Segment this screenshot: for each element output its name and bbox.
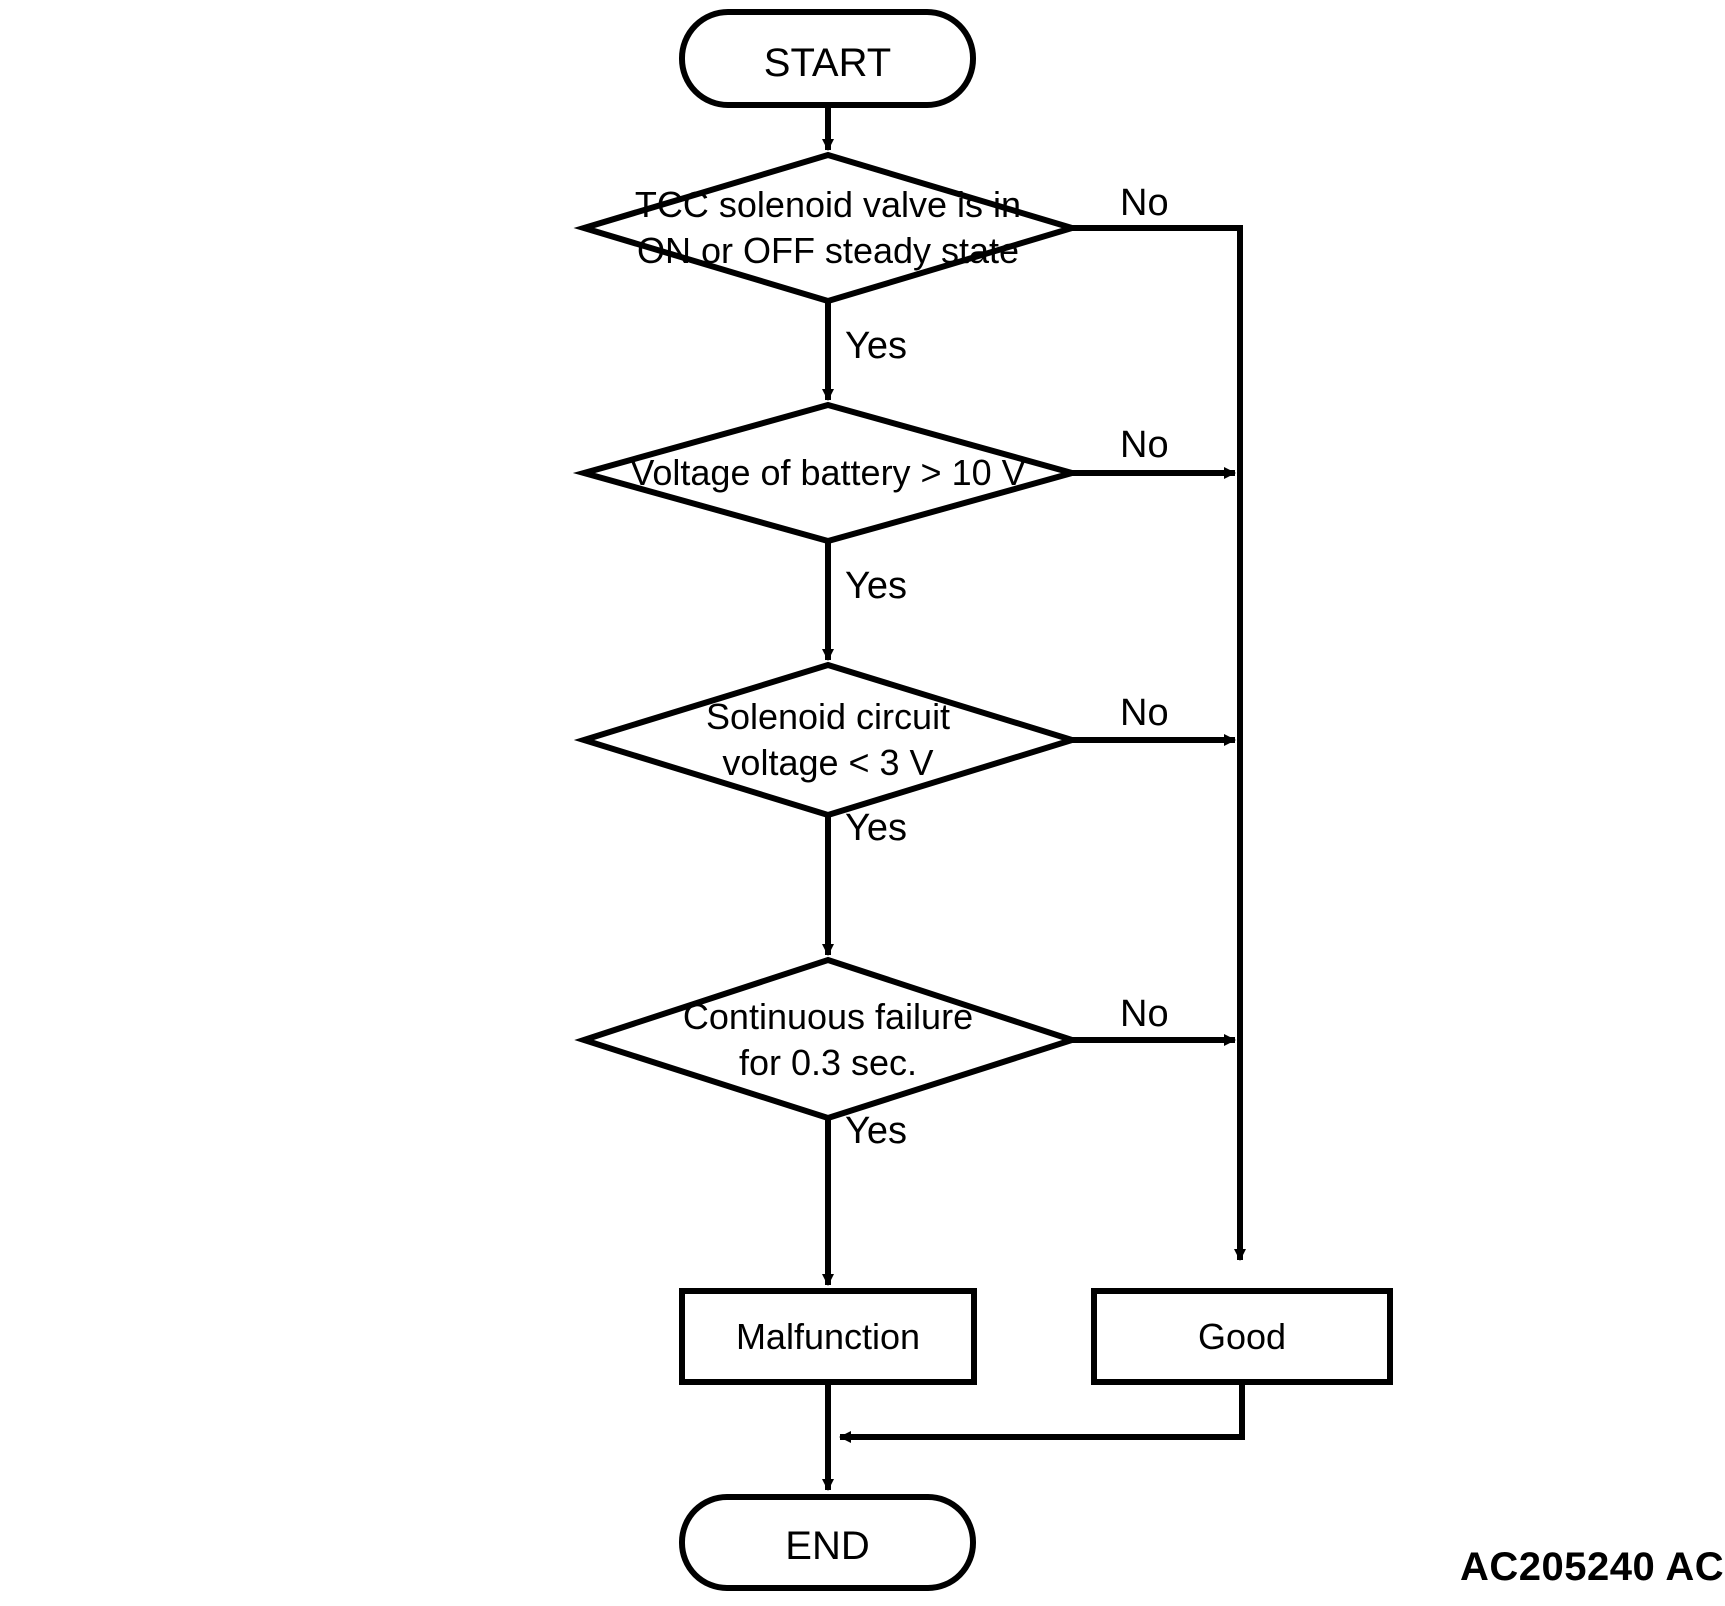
decision4-yes-label: Yes [845, 1110, 907, 1152]
decision2-no-label: No [1120, 424, 1169, 466]
decision3-yes-label: Yes [845, 807, 907, 849]
good-shape [1091, 1288, 1393, 1385]
figure-code: AC205240 AC [1460, 1545, 1725, 1589]
decision2-yes-label: Yes [845, 565, 907, 607]
decision1-outline [573, 151, 1083, 305]
decision1-no-label: No [1120, 182, 1169, 224]
edge-decision1-no [1072, 225, 1246, 1261]
start-terminal-shape [679, 9, 976, 108]
end-terminal-shape [679, 1494, 976, 1591]
malfunction-shape [679, 1288, 977, 1385]
decision1-yes-label: Yes [845, 325, 907, 367]
edge-good-merge [839, 1382, 1245, 1443]
decision4-no-label: No [1120, 993, 1169, 1035]
decision3-outline [573, 661, 1083, 819]
decision2-outline [572, 401, 1084, 545]
decision3-no-label: No [1120, 692, 1169, 734]
decision4-outline [574, 956, 1082, 1122]
